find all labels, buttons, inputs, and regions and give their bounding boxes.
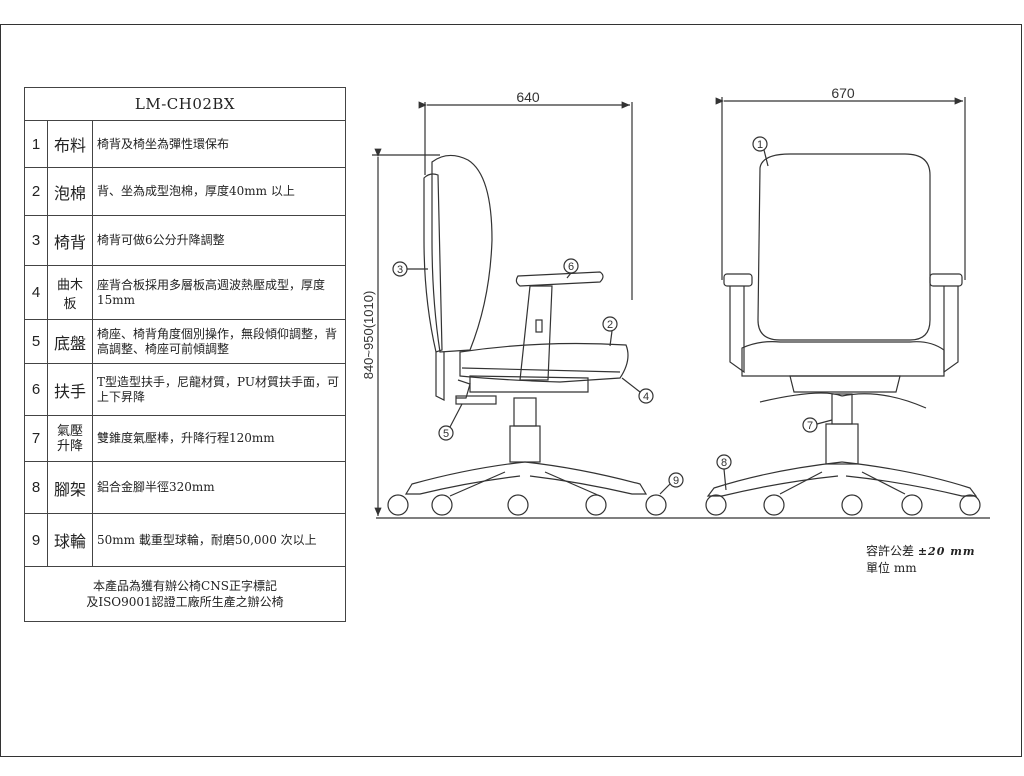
drawing-frame [0, 24, 1022, 757]
spec-desc: 鋁合金腳半徑320mm [92, 461, 346, 514]
certification-line-1: 本產品為獲有辦公椅CNS正字標記 [93, 579, 277, 593]
svg-text:5: 5 [443, 428, 449, 440]
spec-row: 9 球輪 50mm 載重型球輪，耐磨50,000 次以上 [24, 513, 346, 567]
callout-2: 2 [602, 316, 618, 347]
tolerance-value: ±20 mm [917, 545, 976, 558]
spec-row: 3 椅背 椅背可做6公分升降調整 [24, 215, 346, 266]
spec-row: 6 扶手 T型造型扶手，尼龍材質，PU材質扶手面，可上下昇降 [24, 363, 346, 416]
spec-name: 泡棉 [47, 167, 93, 216]
certification-line-2: 及ISO9001認證工廠所生產之辦公椅 [86, 595, 284, 609]
unit-label: 單位 mm [866, 561, 917, 575]
certification-note: 本產品為獲有辦公椅CNS正字標記 及ISO9001認證工廠所生產之辦公椅 [24, 566, 346, 622]
spec-name: 扶手 [47, 363, 93, 416]
svg-text:4: 4 [643, 391, 649, 403]
callout-8: 8 [716, 454, 732, 491]
spec-name: 曲木板 [47, 265, 93, 320]
height-label: 840~950(1010) [361, 291, 376, 380]
side-view-chair [387, 154, 667, 516]
callout-4: 4 [621, 377, 654, 404]
spec-desc: 雙錐度氣壓棒，升降行程120mm [92, 415, 346, 462]
svg-text:3: 3 [397, 264, 403, 276]
callout-3: 3 [392, 261, 428, 277]
callout-5: 5 [438, 403, 463, 441]
svg-text:6: 6 [568, 261, 574, 273]
callout-7: 7 [802, 417, 833, 433]
spec-row: 2 泡棉 背、坐為成型泡棉，厚度40mm 以上 [24, 167, 346, 216]
svg-text:1: 1 [757, 139, 763, 151]
spec-row: 4 曲木板 座背合板採用多層板高週波熱壓成型，厚度15mm [24, 265, 346, 320]
spec-desc: 椅背及椅坐為彈性環保布 [92, 120, 346, 168]
svg-text:8: 8 [721, 457, 727, 469]
spec-num: 4 [24, 265, 48, 320]
callout-6: 6 [563, 258, 579, 279]
tolerance-note: 容許公差 ±20 mm 單位 mm [866, 543, 975, 577]
svg-text:2: 2 [607, 319, 613, 331]
spec-desc: 50mm 載重型球輪，耐磨50,000 次以上 [92, 513, 346, 567]
front-view-chair [705, 153, 981, 516]
callout-1: 1 [752, 136, 769, 167]
side-width-label: 640 [516, 89, 540, 105]
spec-row: 5 底盤 椅座、椅背角度個別操作，無段傾仰調整，背高調整、椅座可前傾調整 [24, 319, 346, 364]
spec-row: 1 布料 椅背及椅坐為彈性環保布 [24, 120, 346, 168]
svg-text:9: 9 [673, 475, 679, 487]
callout-markers: 1 2 3 4 5 6 7 [392, 136, 833, 495]
spec-desc: 椅座、椅背角度個別操作，無段傾仰調整，背高調整、椅座可前傾調整 [92, 319, 346, 364]
front-width-dimension: 670 [715, 85, 966, 280]
tolerance-label: 容許公差 [866, 544, 915, 558]
spec-desc: 座背合板採用多層板高週波熱壓成型，厚度15mm [92, 265, 346, 320]
svg-text:7: 7 [807, 420, 813, 432]
front-width-label: 670 [831, 85, 855, 101]
height-dimension: 840~950(1010) [361, 148, 440, 516]
spec-num: 1 [24, 120, 48, 168]
spec-table: LM-CH02BX 1 布料 椅背及椅坐為彈性環保布 2 泡棉 背、坐為成型泡棉… [24, 87, 346, 622]
side-width-dimension: 640 [418, 89, 633, 300]
callout-9: 9 [659, 472, 684, 495]
spec-desc: T型造型扶手，尼龍材質，PU材質扶手面，可上下昇降 [92, 363, 346, 416]
spec-name: 底盤 [47, 319, 93, 364]
spec-desc: 背、坐為成型泡棉，厚度40mm 以上 [92, 167, 346, 216]
